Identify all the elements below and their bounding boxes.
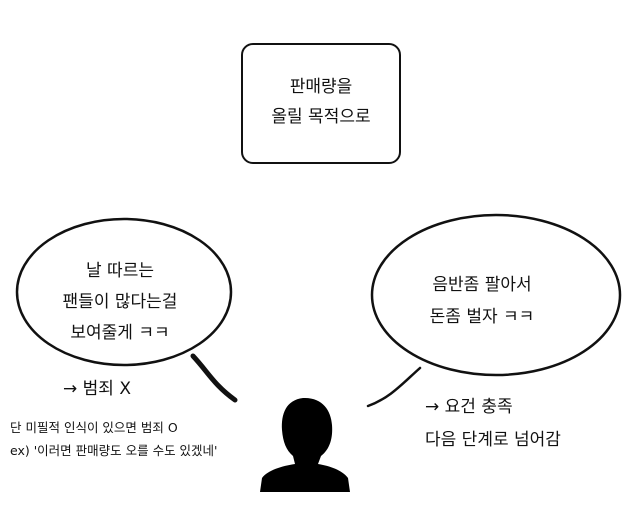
right-bubble-tail xyxy=(366,366,422,408)
right-bubble-line-1: 음반좀 팔아서 xyxy=(432,275,532,295)
exception-note: 단 미필적 인식이 있으면 범죄 O xyxy=(10,420,178,435)
crime-result-label: → 범죄 X xyxy=(63,379,131,399)
requirement-met-label: → 요건 충족 xyxy=(425,397,513,417)
goal-line-1: 판매량을 xyxy=(289,77,353,97)
right-bubble-text: 음반좀 팔아서 돈좀 벌자 ㅋㅋ xyxy=(392,269,572,333)
left-bubble-tail xyxy=(190,353,238,403)
goal-box xyxy=(241,43,401,164)
next-step-label: 다음 단계로 넘어감 xyxy=(425,430,561,450)
left-bubble-line-2: 팬들이 많다는걸 xyxy=(62,292,178,312)
left-speech-bubble xyxy=(15,217,233,367)
right-bubble-line-2: 돈좀 벌자 ㅋㅋ xyxy=(429,307,535,327)
goal-line-2: 올릴 목적으로 xyxy=(271,107,371,127)
left-bubble-text: 날 따르는 팬들이 많다는걸 보여줄게 ㅋㅋ xyxy=(40,256,200,349)
person-silhouette-icon xyxy=(260,397,350,492)
goal-text: 판매량을 올릴 목적으로 xyxy=(241,72,401,132)
left-bubble-line-1: 날 따르는 xyxy=(86,261,154,281)
left-bubble-line-3: 보여줄게 ㅋㅋ xyxy=(70,323,170,343)
example-note: ex) '이러면 판매량도 오를 수도 있겠네' xyxy=(10,443,218,458)
right-speech-bubble xyxy=(370,213,622,377)
